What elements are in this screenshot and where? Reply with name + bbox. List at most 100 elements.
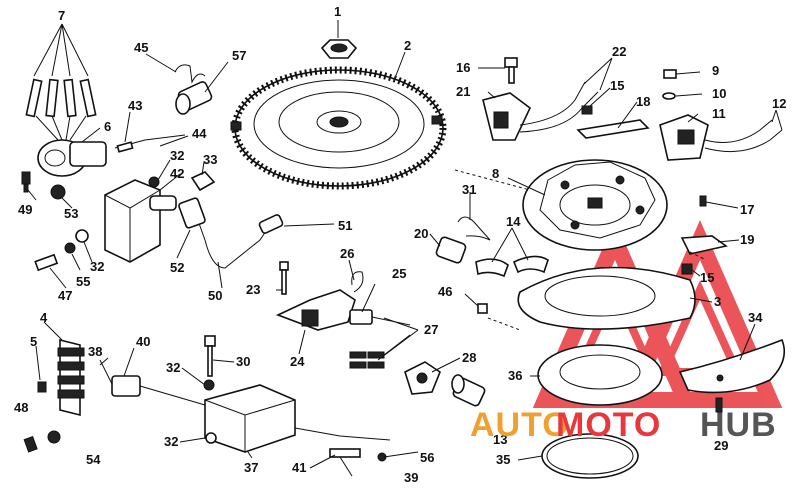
callout-15-top: 15 — [610, 78, 624, 93]
bushing-20 — [435, 236, 467, 264]
clip-26 — [351, 271, 364, 293]
power-pack — [204, 384, 296, 453]
callout-14: 14 — [506, 214, 521, 229]
washer-32-b — [148, 176, 160, 188]
screw-23 — [279, 261, 289, 295]
callout-32-a: 32 — [170, 148, 184, 163]
screw-46 — [477, 303, 488, 314]
callout-33: 33 — [203, 152, 217, 167]
watermark-auto: AUTO — [470, 406, 570, 444]
callout-44: 44 — [192, 126, 207, 141]
screw-16 — [504, 57, 518, 84]
callout-49: 49 — [18, 202, 32, 217]
callout-5: 5 — [30, 334, 37, 349]
callout-50: 50 — [208, 288, 222, 303]
retainer-ring — [537, 344, 663, 406]
screw-48 — [23, 436, 38, 453]
callout-13: 13 — [493, 432, 507, 447]
callout-2: 2 — [404, 38, 411, 53]
callout-19: 19 — [740, 232, 754, 247]
screw-15-top — [581, 105, 593, 115]
screw-29 — [715, 397, 723, 413]
callout-12: 12 — [772, 96, 786, 111]
washer-53 — [50, 184, 66, 200]
terminal-block — [57, 338, 85, 417]
flywheel — [227, 63, 451, 193]
leader-lines — [27, 20, 783, 477]
washer-32-a — [75, 229, 89, 243]
screw-17 — [699, 195, 707, 207]
callout-42: 42 — [170, 166, 184, 181]
washer-10 — [662, 92, 676, 100]
spark-plug-boot — [175, 81, 213, 115]
callout-57: 57 — [232, 48, 246, 63]
spring-31 — [457, 216, 491, 241]
callout-43: 43 — [128, 98, 142, 113]
callout-48: 48 — [14, 400, 28, 415]
callout-6: 6 — [104, 119, 111, 134]
charge-coil — [482, 92, 532, 141]
callout-3: 3 — [714, 294, 721, 309]
sensor-coil-leads — [704, 119, 783, 153]
callout-41: 41 — [292, 460, 306, 475]
washer-55 — [64, 242, 76, 254]
callout-11: 11 — [712, 106, 726, 121]
callout-51: 51 — [338, 218, 352, 233]
callout-7: 7 — [58, 8, 65, 23]
callout-52: 52 — [170, 260, 184, 275]
callout-46: 46 — [438, 284, 452, 299]
callout-34: 34 — [748, 310, 763, 325]
sensor-coil — [659, 114, 709, 161]
washer-32-c — [203, 379, 215, 391]
callout-23: 23 — [246, 282, 260, 297]
callout-55: 55 — [76, 274, 90, 289]
callout-1: 1 — [334, 4, 341, 19]
callout-47: 47 — [58, 288, 72, 303]
trigger-module — [275, 289, 356, 331]
bolt-30 — [204, 335, 216, 377]
alignment-line — [689, 251, 707, 261]
timing-plate-19 — [680, 235, 728, 255]
callout-9: 9 — [712, 63, 719, 78]
sleeve-13 — [451, 374, 486, 407]
screw-47 — [34, 253, 59, 272]
washer-54 — [47, 430, 61, 444]
harness-connector — [99, 359, 206, 406]
callout-45: 45 — [134, 40, 148, 55]
ignition-coil — [104, 179, 177, 263]
stator-plate — [522, 159, 668, 251]
screw-49 — [21, 171, 31, 193]
sensor-28 — [404, 361, 441, 395]
wire-39 — [294, 427, 391, 462]
callout-39: 39 — [404, 470, 418, 485]
callout-4: 4 — [40, 310, 48, 325]
callout-40: 40 — [136, 334, 150, 349]
callout-38: 38 — [88, 344, 102, 359]
callout-18: 18 — [636, 94, 650, 109]
screw-15-bottom — [681, 263, 693, 275]
callout-17: 17 — [740, 202, 754, 217]
callout-29: 29 — [714, 438, 728, 453]
callout-labels: 1 2 3 4 5 6 7 8 9 10 11 12 13 14 15 15 1… — [14, 4, 786, 485]
spring-clip — [174, 64, 206, 84]
sleeves-14 — [475, 255, 549, 278]
callout-16: 16 — [456, 60, 470, 75]
callout-20: 20 — [414, 226, 428, 241]
callout-37: 37 — [244, 460, 258, 475]
callout-21: 21 — [456, 84, 470, 99]
callout-32-c: 32 — [166, 360, 180, 375]
callout-30: 30 — [236, 354, 250, 369]
callout-32-b: 32 — [90, 259, 104, 274]
throttle-cam — [678, 338, 786, 394]
screw-5 — [37, 381, 47, 393]
washer-32-d — [205, 432, 217, 444]
callout-22: 22 — [612, 44, 626, 59]
callout-10: 10 — [712, 86, 726, 101]
retainer-plate — [576, 119, 650, 139]
callout-56: 56 — [420, 450, 434, 465]
callout-8: 8 — [492, 166, 499, 181]
watermark-moto: MOTO — [556, 406, 661, 444]
solenoid — [37, 139, 107, 177]
terminal-set — [25, 78, 97, 141]
callout-36: 36 — [508, 368, 522, 383]
